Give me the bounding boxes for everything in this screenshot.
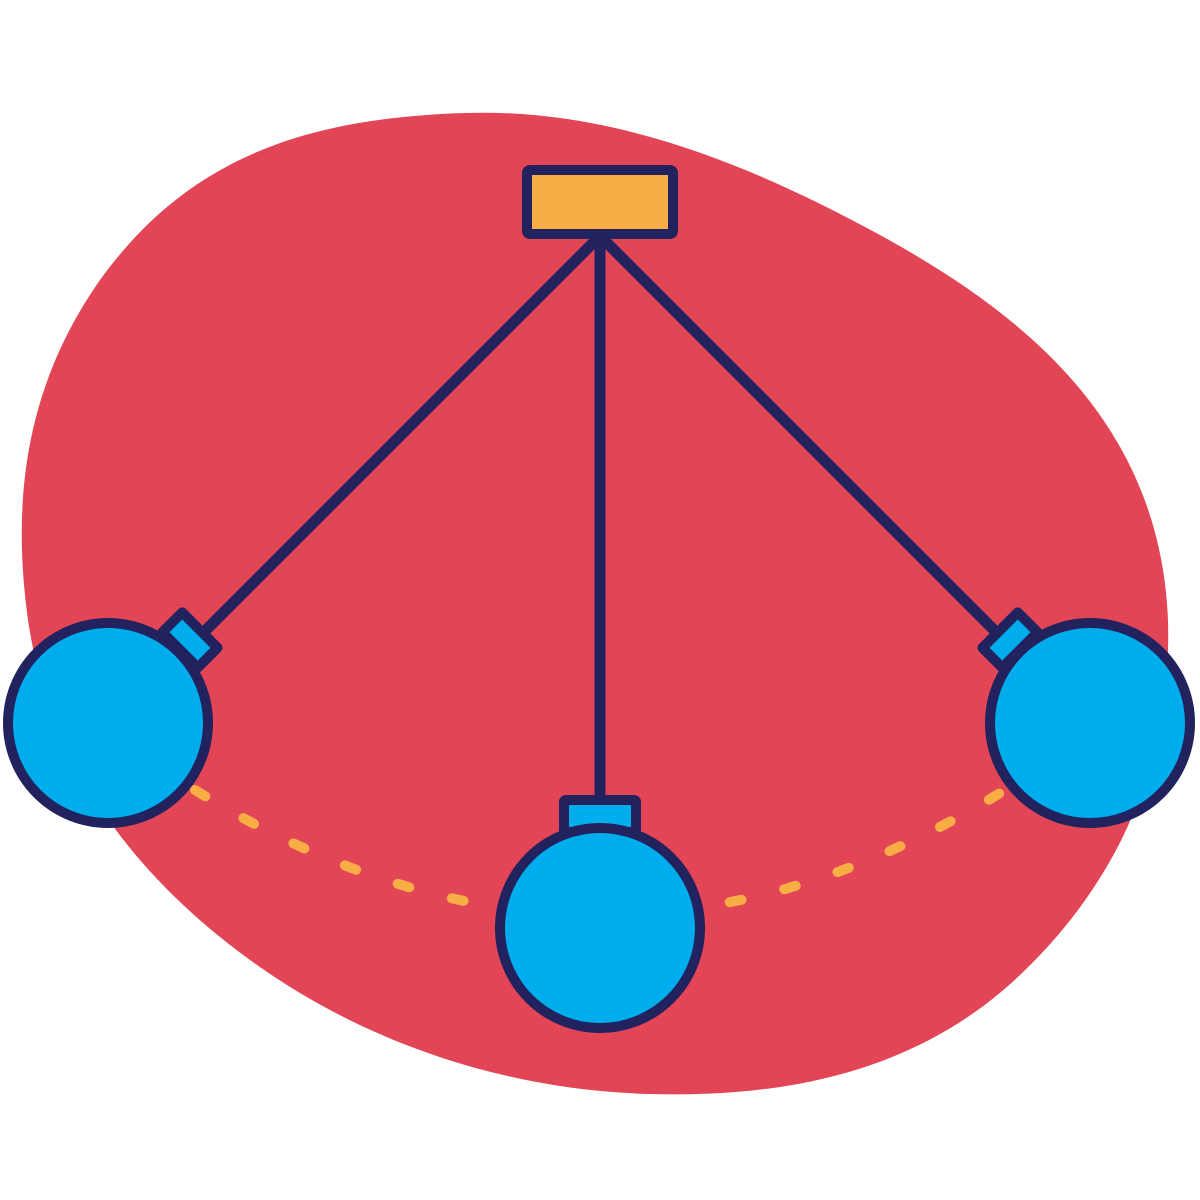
pendulum-rods [186,232,1014,800]
pendulum-bob-icon [495,823,705,1033]
bob-left [3,607,223,828]
pendulum-pivot-icon [522,165,678,239]
rod-left [186,232,604,650]
bob-right [977,607,1195,828]
swing-path-dashed-arc [190,785,1010,920]
pendulum-bob-icon [985,618,1195,828]
bob-center [495,795,705,1033]
rod-right [596,232,1014,650]
pendulum-bob-icon [3,618,213,828]
